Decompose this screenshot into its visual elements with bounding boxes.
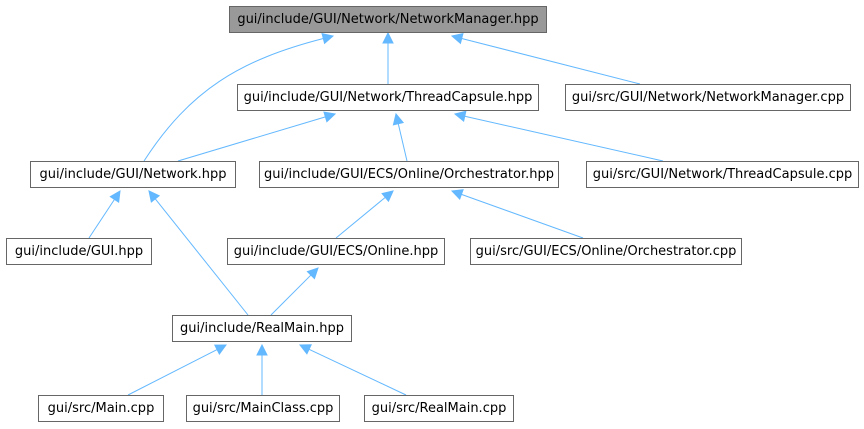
node-gui-hpp[interactable]: gui/include/GUI.hpp (6, 238, 152, 265)
arrowhead-realmain_hpp-to-network_hpp (148, 190, 161, 203)
node-network-hpp[interactable]: gui/include/GUI/Network.hpp (30, 161, 236, 188)
edge-gui_hpp-to-network_hpp (88, 199, 115, 239)
arrowhead-online_hpp-to-orchestrator_hpp (381, 190, 394, 203)
node-online-hpp[interactable]: gui/include/GUI/ECS/Online.hpp (227, 238, 445, 265)
edge-orchestrator_cpp-to-orchestrator_hpp (461, 193, 584, 239)
arrowhead-realmain_hpp-to-online_hpp (306, 267, 319, 280)
arrowhead-network_hpp-to-thread_capsule_hpp (323, 111, 337, 123)
edge-network_manager_cpp-to-network_manager_hpp (461, 37, 641, 85)
edge-online_hpp-to-orchestrator_hpp (335, 196, 386, 239)
node-network-manager-hpp[interactable]: gui/include/GUI/Network/NetworkManager.h… (229, 6, 547, 33)
edge-realmain_cpp-to-realmain_hpp (308, 348, 407, 396)
node-realmain-cpp[interactable]: gui/src/RealMain.cpp (364, 395, 514, 422)
arrowhead-network_manager_cpp-to-network_manager_hpp (450, 32, 464, 45)
edge-orchestrator_hpp-to-thread_capsule_hpp (397, 123, 408, 162)
node-main-cpp[interactable]: gui/src/Main.cpp (38, 395, 164, 422)
arrowhead-orchestrator_hpp-to-thread_capsule_hpp (392, 112, 405, 126)
arrowhead-mainclass_cpp-to-realmain_hpp (256, 343, 268, 356)
arrowhead-network_hpp-to-network_manager_hpp (321, 32, 335, 45)
node-network-manager-cpp[interactable]: gui/src/GUI/Network/NetworkManager.cpp (565, 84, 851, 111)
edge-thread_capsule_cpp-to-thread_capsule_hpp (464, 115, 664, 162)
arrowhead-main_cpp-to-realmain_hpp (214, 344, 227, 355)
arrowhead-realmain_cpp-to-realmain_hpp (298, 344, 312, 355)
node-thread-capsule-cpp[interactable]: gui/src/GUI/Network/ThreadCapsule.cpp (586, 161, 859, 188)
node-realmain-hpp[interactable]: gui/include/RealMain.hpp (172, 315, 352, 342)
arrowhead-thread_capsule_hpp-to-network_manager_hpp (382, 31, 394, 44)
edge-realmain_hpp-to-online_hpp (270, 274, 312, 316)
edge-network_hpp-to-thread_capsule_hpp (177, 116, 326, 162)
arrowhead-thread_capsule_cpp-to-thread_capsule_hpp (453, 110, 467, 122)
node-orchestrator-cpp[interactable]: gui/src/GUI/ECS/Online/Orchestrator.cpp (470, 238, 742, 265)
arrowhead-orchestrator_cpp-to-orchestrator_hpp (450, 189, 464, 201)
node-orchestrator-hpp[interactable]: gui/include/GUI/ECS/Online/Orchestrator.… (259, 161, 559, 188)
node-mainclass-cpp[interactable]: gui/src/MainClass.cpp (186, 395, 340, 422)
edge-realmain_hpp-to-network_hpp (154, 198, 249, 316)
node-thread-capsule-hpp[interactable]: gui/include/GUI/Network/ThreadCapsule.hp… (237, 84, 539, 111)
edge-network_hpp-to-network_manager_hpp (143, 38, 324, 162)
edge-main_cpp-to-realmain_hpp (127, 349, 218, 396)
arrowhead-gui_hpp-to-network_hpp (109, 190, 121, 203)
